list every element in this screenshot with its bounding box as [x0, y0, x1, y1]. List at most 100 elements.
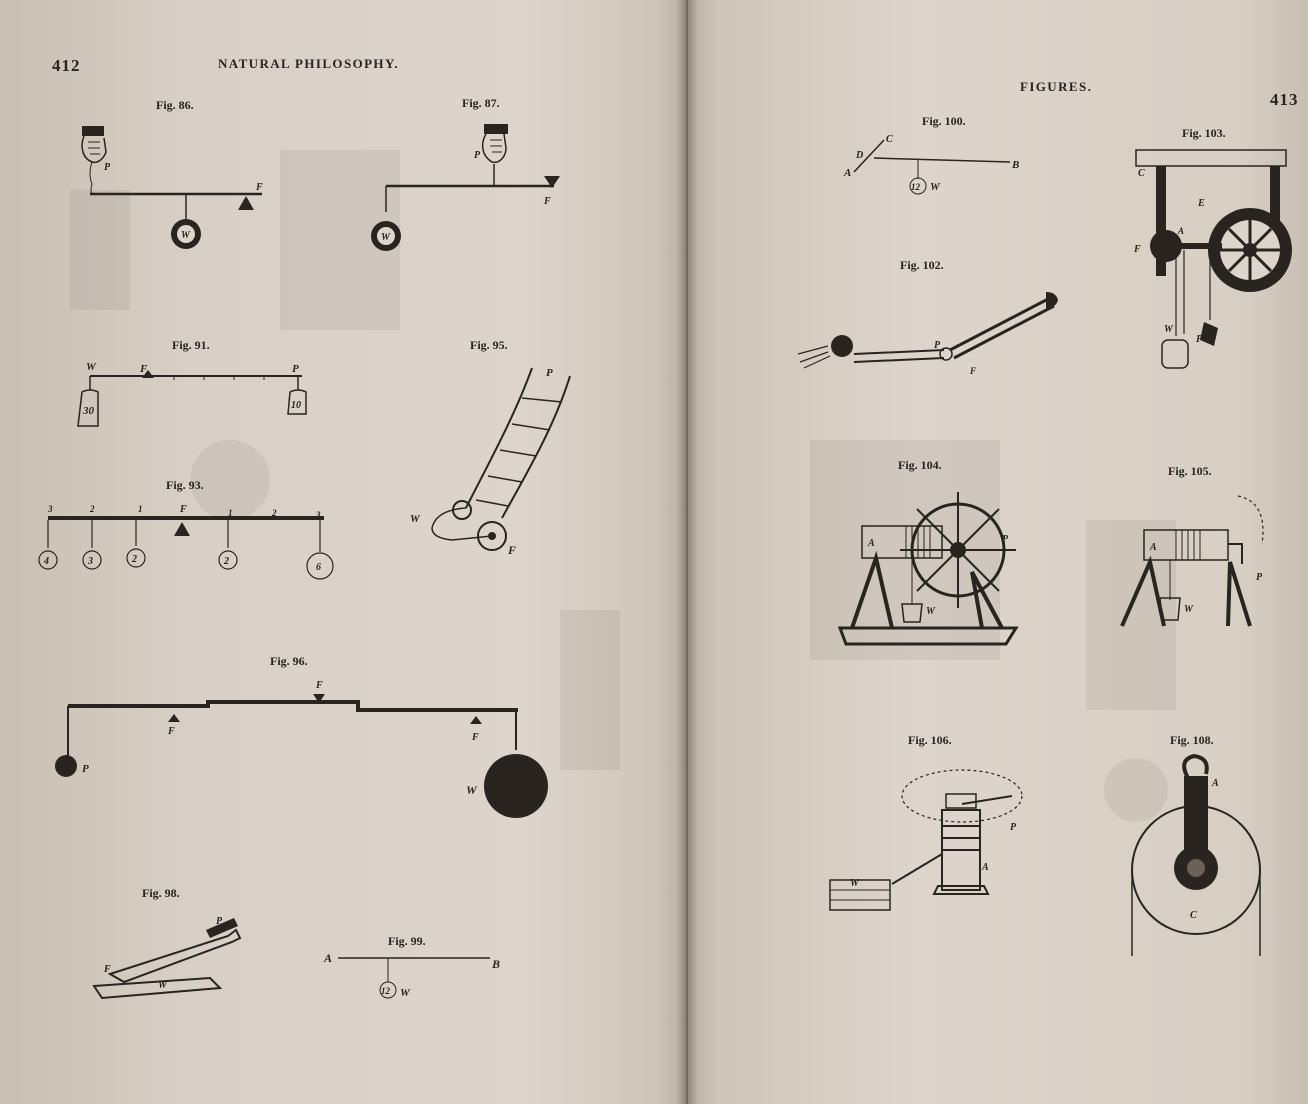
running-head: FIGURES.	[1020, 79, 1093, 94]
fig105-label-w: W	[1184, 604, 1194, 615]
fig93-mark-2-left: 2	[89, 504, 95, 514]
fig102-arm-skeleton-diagram: W P F	[797, 292, 1058, 376]
fig86-lever-diagram: P F W	[81, 126, 263, 249]
right-page: FIGURES. 413 Fig. 100. C D A B 12 W Fig.…	[686, 0, 1308, 1104]
fig108-caption: Fig. 108.	[1170, 733, 1214, 747]
fig100-weight: 12	[911, 182, 921, 192]
fig87-label-w: W	[381, 232, 391, 243]
fig86-label-w: W	[181, 230, 191, 241]
fig105-windlass-diagram: A P W	[1120, 495, 1264, 627]
fig91-label-p: P	[292, 363, 299, 375]
fig106-label-a: A	[981, 862, 989, 873]
fig98-label-p: P	[216, 916, 223, 927]
fig103-wheel-and-axle-diagram: C E A F W P	[1133, 149, 1292, 369]
fig96-label-f-top: F	[315, 680, 323, 691]
fig100-label-a: A	[843, 167, 851, 179]
fig103-caption: Fig. 103.	[1182, 126, 1226, 140]
fig93-ball-6: 6	[316, 562, 321, 573]
fig100-label-b: B	[1011, 159, 1019, 171]
fig93-mark-1-left: 1	[138, 504, 143, 514]
fig87-label-p: P	[474, 150, 481, 161]
fig95-label-w: W	[410, 513, 421, 525]
fig99-label-w: W	[400, 987, 411, 999]
weight-ball-icon	[484, 754, 548, 818]
fig99-weight: 12	[381, 986, 391, 996]
fig106-caption: Fig. 106.	[908, 733, 952, 747]
fig93-caption: Fig. 93.	[166, 478, 204, 492]
fig108-label-c: C	[1190, 910, 1197, 921]
fig93-mark-3-left: 3	[47, 504, 53, 514]
fig103-label-p: P	[1196, 334, 1203, 345]
fig102-caption: Fig. 102.	[900, 258, 944, 272]
fig96-caption: Fig. 96.	[270, 654, 308, 668]
fig91-weight-right: 10	[291, 400, 301, 411]
page-number: 412	[52, 56, 81, 75]
fig91-lever-diagram: W F P 30 10	[77, 361, 307, 427]
fig87-caption: Fig. 87.	[462, 96, 500, 110]
fig102-label-w: W	[837, 342, 846, 352]
fig103-label-w: W	[1164, 324, 1174, 335]
fig87-label-f: F	[543, 196, 551, 207]
fig102-label-f: F	[969, 366, 976, 376]
hand-icon	[481, 124, 508, 164]
fig104-windlass-diagram: P A W	[837, 492, 1019, 646]
page-number: 413	[1270, 90, 1299, 109]
fig91-label-w: W	[86, 361, 97, 373]
fig96-label-p: P	[82, 763, 89, 775]
fig91-label-f: F	[139, 363, 148, 375]
fig105-caption: Fig. 105.	[1168, 464, 1212, 478]
fig103-label-c: C	[1138, 168, 1145, 179]
fig93-mark-2-right: 2	[271, 508, 277, 518]
fig99-label-b: B	[491, 957, 500, 971]
fig100-label-d: D	[855, 150, 863, 161]
fig103-label-e: E	[1197, 198, 1205, 209]
fig95-hand-truck-diagram: P W F	[410, 367, 571, 557]
weight-ball-icon	[371, 221, 401, 251]
fig108-pulley-diagram: A C	[1131, 753, 1261, 956]
fig96-label-w: W	[466, 783, 478, 797]
fig98-caption: Fig. 98.	[142, 886, 180, 900]
fig106-capstan-diagram: P A W	[829, 769, 1023, 911]
fig98-label-w: W	[158, 980, 168, 991]
fig108-label-a: A	[1211, 778, 1219, 789]
fig91-caption: Fig. 91.	[172, 338, 210, 352]
left-page: 412 NATURAL PHILOSOPHY. Fig. 86. P F W F…	[38, 56, 620, 1000]
fig106-label-p: P	[1010, 822, 1017, 833]
fig104-label-w: W	[926, 606, 936, 617]
fig96-compound-lever-diagram: F F F P W	[55, 680, 548, 818]
fig100-label-w: W	[930, 181, 941, 193]
fig95-caption: Fig. 95.	[470, 338, 508, 352]
fig99-caption: Fig. 99.	[388, 934, 426, 948]
fig104-caption: Fig. 104.	[898, 458, 942, 472]
fig93-lever-diagram: 3 2 1 F 1 2 3 4 3 2 2 6	[38, 504, 334, 580]
fig102-label-p: P	[934, 340, 941, 351]
fig100-lever-diagram: C D A B 12 W	[843, 134, 1019, 195]
fig93-mark-3-right: 3	[315, 510, 321, 520]
fig106-label-w: W	[850, 878, 860, 889]
fig104-label-a: A	[867, 538, 875, 549]
fig86-label-f: F	[255, 182, 263, 193]
fig103-label-f: F	[1133, 244, 1141, 255]
fig93-mark-1-right: 1	[228, 508, 233, 518]
book-gutter	[676, 0, 698, 1104]
fig93-ball-3: 3	[87, 556, 93, 567]
fig99-label-a: A	[323, 951, 332, 965]
fig98-cutter-diagram: P F W	[92, 916, 242, 1000]
fig93-ball-4: 4	[43, 556, 49, 567]
fig98-label-f: F	[103, 964, 111, 975]
fig95-label-p: P	[546, 367, 553, 379]
running-head: NATURAL PHILOSOPHY.	[218, 56, 400, 71]
fig100-label-c: C	[886, 134, 893, 145]
fig86-caption: Fig. 86.	[156, 98, 194, 112]
wheel-icon	[1208, 208, 1292, 292]
hand-icon	[81, 126, 107, 164]
fig93-ball-2-left: 2	[131, 554, 137, 565]
fig99-lever-diagram: A B 12 W	[323, 951, 500, 999]
fig100-caption: Fig. 100.	[922, 114, 966, 128]
fig87-lever-diagram: P F W	[371, 124, 560, 251]
fig105-label-p: P	[1256, 572, 1263, 583]
fig95-label-f: F	[507, 543, 516, 557]
fig93-label-f: F	[179, 504, 187, 515]
fig96-label-f-right: F	[471, 732, 479, 743]
skeleton-hand-icon	[797, 345, 831, 369]
